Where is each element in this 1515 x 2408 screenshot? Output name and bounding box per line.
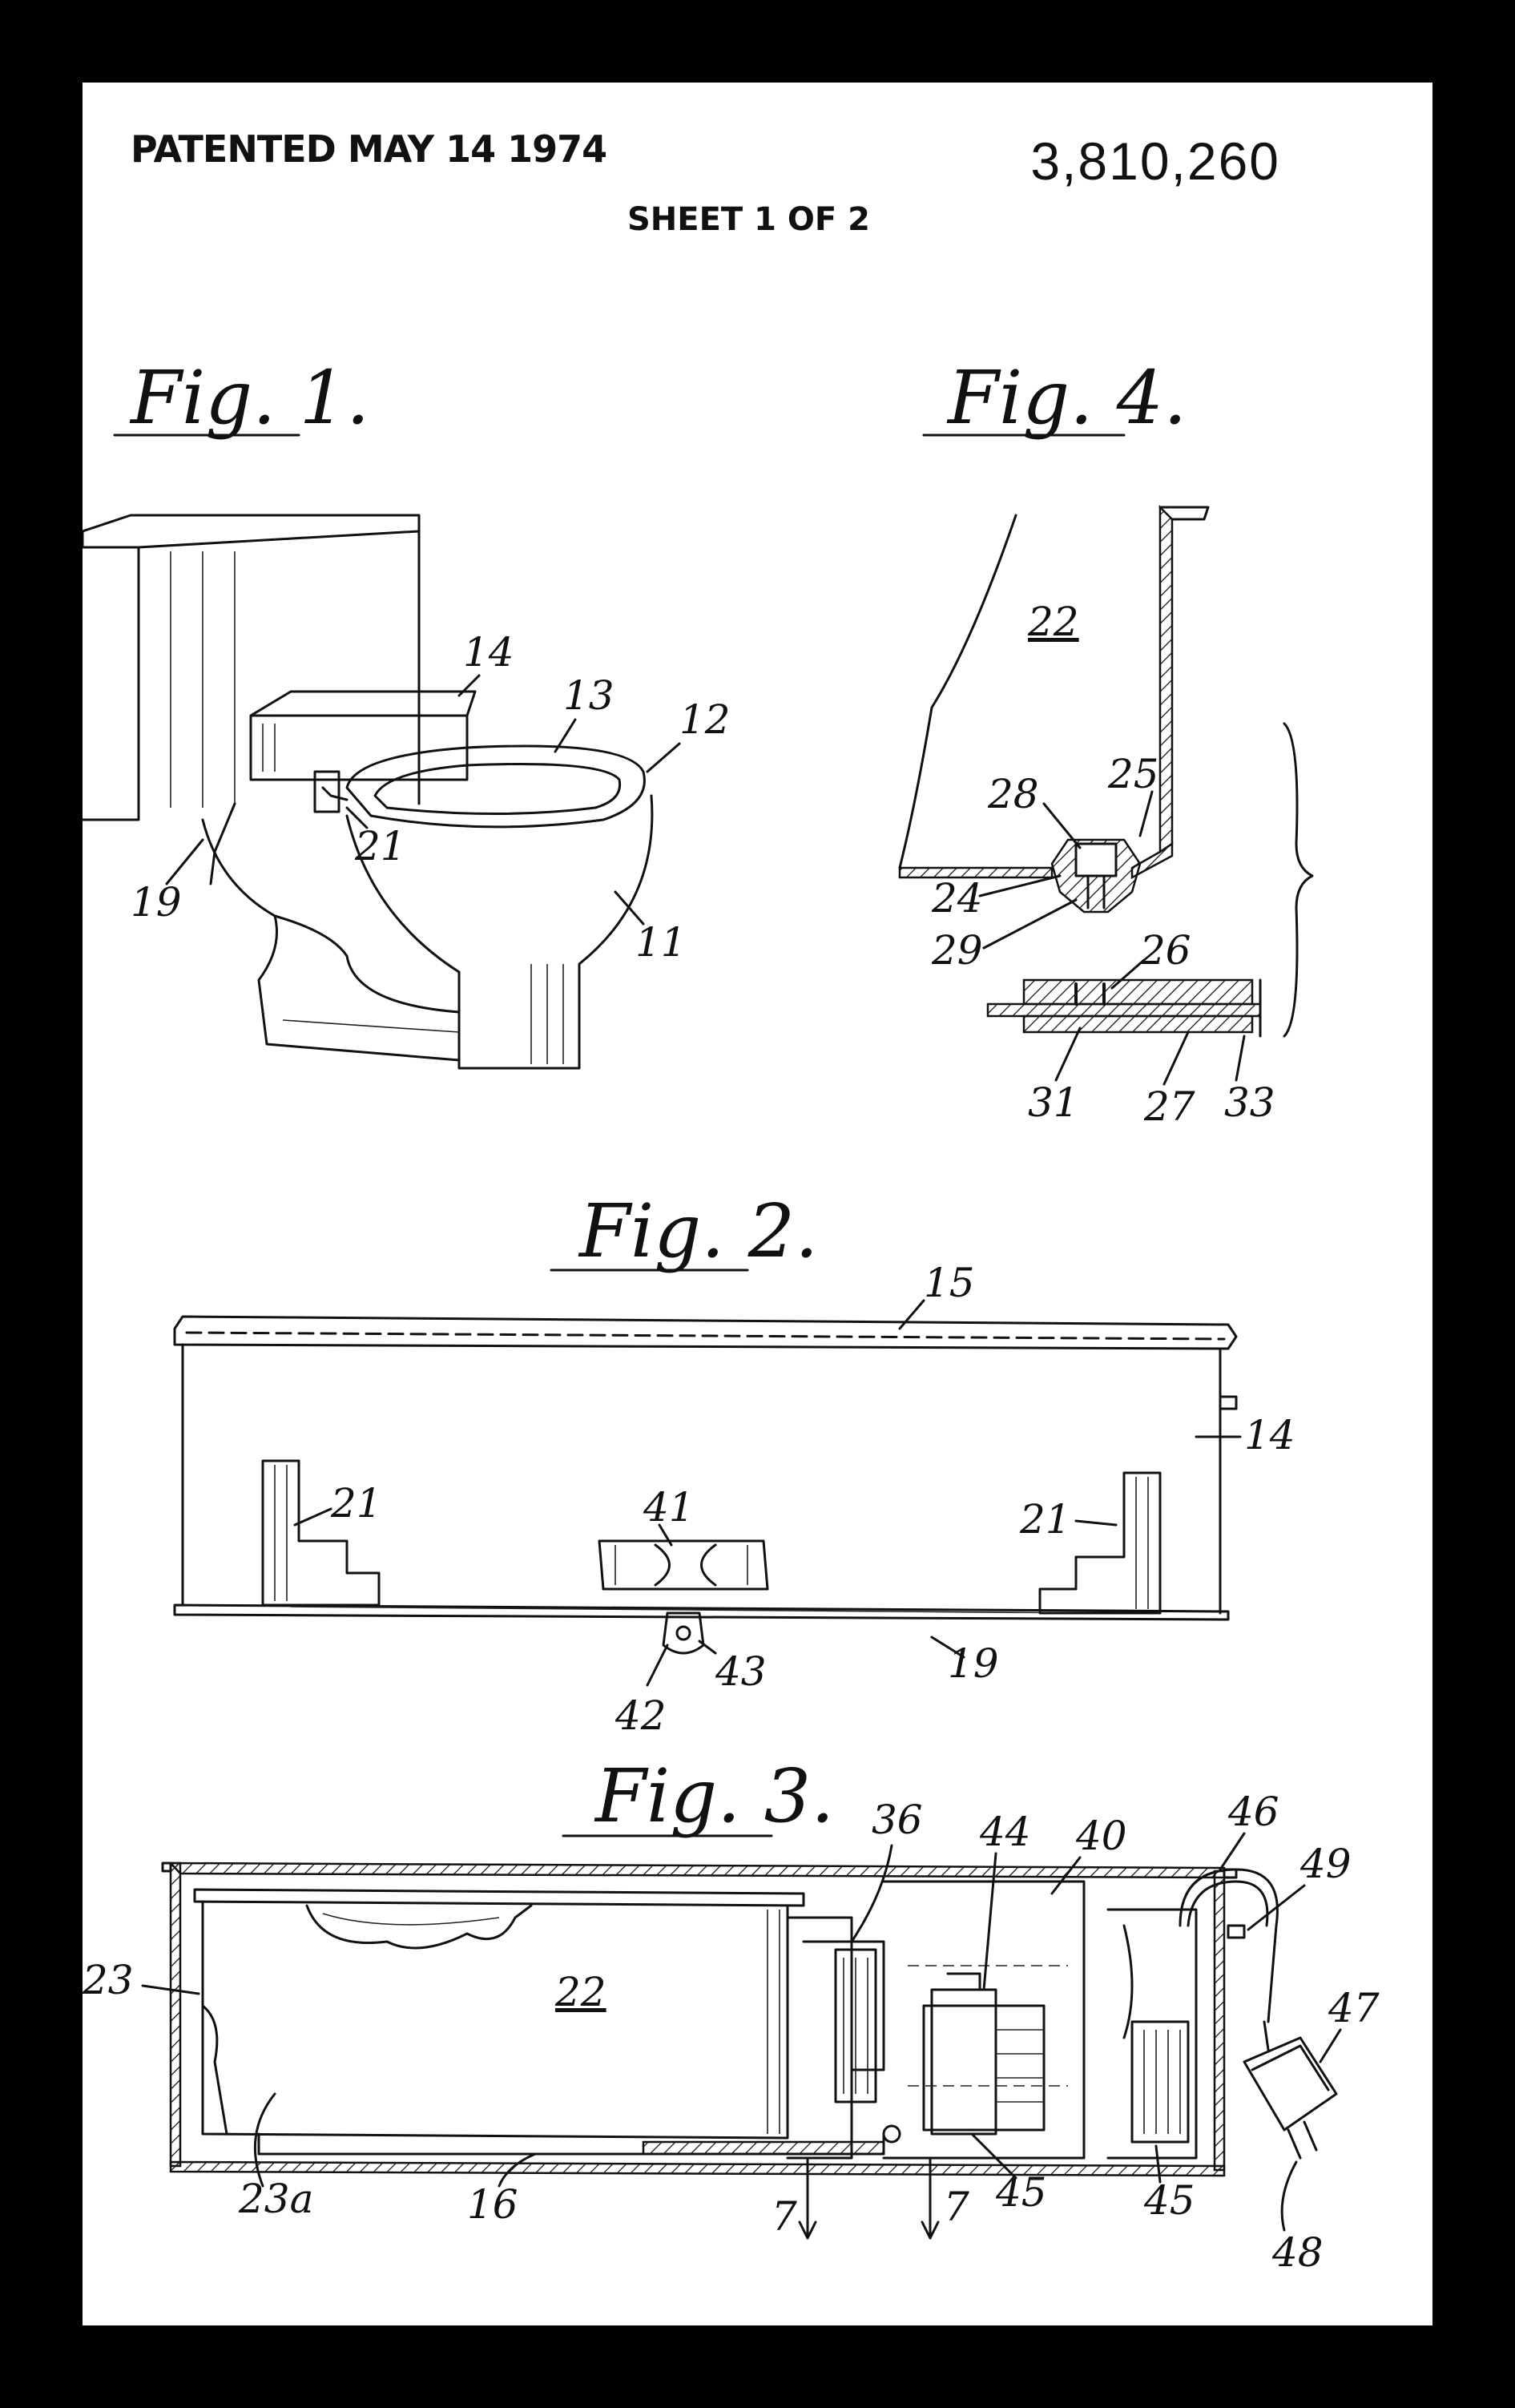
fig2-ref-42: 42	[614, 1692, 667, 1739]
fig3-ref-23a: 23a	[238, 2176, 313, 2222]
patent-number: 3,810,260	[1030, 131, 1280, 191]
fig3-ref-7-right: 7	[944, 2184, 969, 2230]
fig4-ref-33: 33	[1224, 1079, 1275, 1126]
fig3-ref-23: 23	[83, 1957, 134, 2003]
fig4-ref-22: 22	[1027, 599, 1079, 645]
fig3-ref-45-left: 45	[995, 2169, 1047, 2216]
fig2-ref-21-right: 21	[1019, 1496, 1071, 1543]
fig4-ref-24: 24	[931, 875, 983, 922]
patented-date-stamp: PATENTED MAY 14 1974	[131, 127, 607, 171]
fig1-ref-11: 11	[635, 919, 687, 966]
fig3-ref-22: 22	[554, 1969, 606, 2015]
figure-2: Fig. 2. 15 14 19 21	[173, 1188, 1295, 1739]
fig1-ref-21: 21	[354, 823, 406, 869]
fig1-title: Fig. 1.	[129, 355, 369, 441]
fig3-ref-7-left: 7	[772, 2193, 797, 2240]
fig2-ref-43: 43	[715, 1648, 767, 1695]
fig3-ref-40: 40	[1075, 1813, 1127, 1859]
patent-drawing-sheet: PATENTED MAY 14 1974 3,810,260 SHEET 1 O…	[83, 83, 1432, 2325]
drawing-canvas: Fig. 1.	[83, 355, 1380, 2276]
fig4-ref-31: 31	[1028, 1079, 1079, 1126]
sheet-number: SHEET 1 OF 2	[627, 201, 870, 238]
figure-4: Fig. 4. 22 25 28 24 29	[898, 355, 1314, 1130]
fig3-ref-48: 48	[1271, 2229, 1324, 2276]
fig3-ref-44: 44	[979, 1809, 1031, 1855]
fig2-ref-15: 15	[924, 1260, 975, 1306]
fig4-ref-29: 29	[931, 927, 983, 974]
fig3-ref-47: 47	[1328, 1985, 1380, 2031]
fig3-title: Fig. 3.	[594, 1753, 834, 1839]
fig1-ref-14: 14	[463, 629, 514, 676]
fig2-ref-19: 19	[948, 1640, 999, 1687]
page-border: PATENTED MAY 14 1974 3,810,260 SHEET 1 O…	[44, 44, 1471, 2364]
fig3-ref-36: 36	[872, 1797, 923, 1843]
fig3-ref-16: 16	[467, 2181, 518, 2228]
fig1-ref-19: 19	[131, 879, 182, 926]
fig4-title: Fig. 4.	[946, 355, 1187, 441]
fig1-ref-12: 12	[679, 696, 731, 743]
fig4-ref-27: 27	[1143, 1083, 1195, 1130]
figure-3: Fig. 3. 22 23 23a	[83, 1753, 1380, 2276]
fig2-ref-41: 41	[643, 1484, 695, 1531]
fig4-ref-26: 26	[1139, 927, 1191, 974]
fig2-ref-21-left: 21	[330, 1480, 382, 1527]
fig1-ref-13: 13	[563, 672, 614, 719]
fig2-title: Fig. 2.	[578, 1188, 818, 1274]
fig3-ref-49: 49	[1299, 1841, 1352, 1887]
fig2-ref-14: 14	[1244, 1412, 1295, 1458]
fig3-ref-46: 46	[1227, 1789, 1279, 1835]
figure-1: Fig. 1.	[83, 355, 731, 1070]
fig3-ref-45-right: 45	[1143, 2177, 1195, 2224]
fig4-ref-28: 28	[987, 771, 1039, 817]
fig4-ref-25: 25	[1107, 751, 1159, 797]
